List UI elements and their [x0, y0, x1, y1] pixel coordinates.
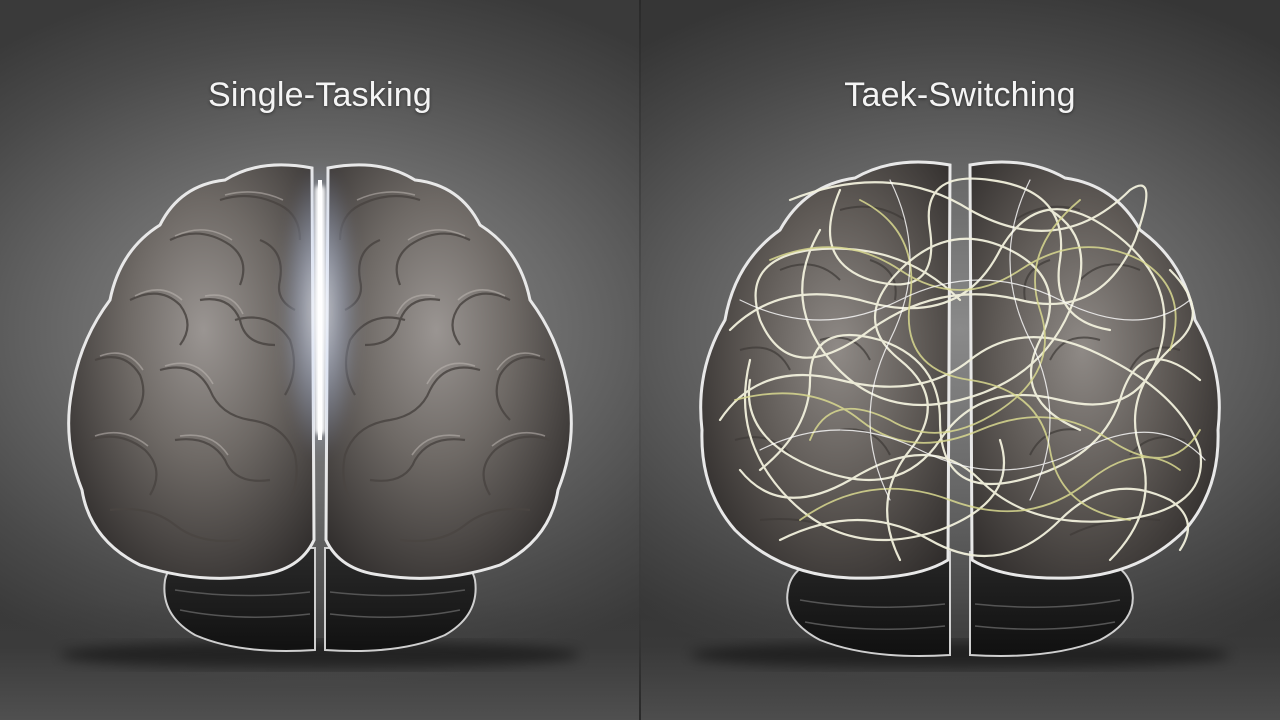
cerebellum	[786, 551, 1134, 657]
central-light-beam	[280, 160, 360, 460]
single-tasking-panel: Single-Tasking	[0, 0, 640, 720]
right-hemisphere	[324, 163, 573, 580]
tangled-brain-illustration	[690, 160, 1230, 669]
task-switching-panel: Taek-Switching	[640, 0, 1280, 720]
single-tasking-title: Single-Tasking	[208, 76, 432, 114]
right-hemisphere	[968, 160, 1221, 580]
focused-brain-illustration	[60, 160, 580, 669]
left-hemisphere	[699, 160, 952, 580]
tangled-neural-threads	[718, 177, 1206, 562]
panel-divider	[639, 0, 641, 720]
task-switching-title: Taek-Switching	[844, 76, 1076, 114]
left-hemisphere	[67, 163, 316, 580]
